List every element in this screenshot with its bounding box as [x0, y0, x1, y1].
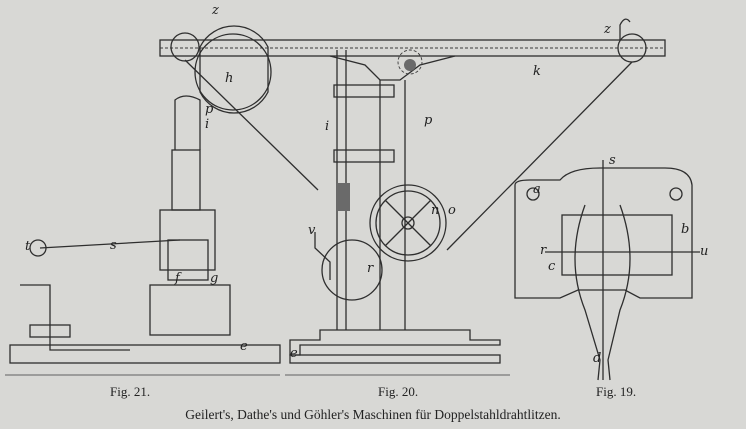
label-e21: e: [240, 339, 248, 354]
label-c: c: [548, 259, 556, 274]
label-d: d: [593, 351, 601, 366]
label-u: u: [700, 244, 708, 259]
plate-caption: Geilert's, Dathe's und Göhler's Maschine…: [185, 407, 561, 422]
label-z2: z: [603, 22, 611, 37]
label-a: a: [533, 182, 541, 197]
label-s19: s: [609, 153, 616, 168]
label-s21: s: [110, 238, 117, 253]
label-r20: r: [367, 261, 374, 276]
label-p21: p: [205, 102, 214, 117]
label-f: f: [174, 271, 182, 286]
fig19-label: Fig. 19.: [596, 384, 637, 399]
label-g: g: [210, 271, 218, 286]
label-k: k: [533, 64, 541, 79]
label-v: v: [308, 223, 316, 238]
fig21-label: Fig. 21.: [110, 384, 151, 399]
fig20-frame: [159, 18, 666, 376]
label-o: o: [448, 203, 456, 218]
fig20-label: Fig. 20.: [378, 384, 419, 399]
label-i20: i: [325, 119, 329, 134]
label-e20: e: [290, 346, 298, 361]
label-t: t: [25, 239, 31, 254]
label-r19: r: [540, 243, 547, 258]
label-i21: i: [205, 117, 209, 132]
label-n: n: [431, 203, 439, 218]
fig19-drawing: [514, 160, 700, 381]
label-b: b: [681, 222, 689, 237]
fig21-drawing: [5, 95, 281, 376]
label-p20: p: [424, 113, 433, 128]
label-h: h: [225, 71, 233, 86]
label-z1: z: [211, 3, 219, 18]
